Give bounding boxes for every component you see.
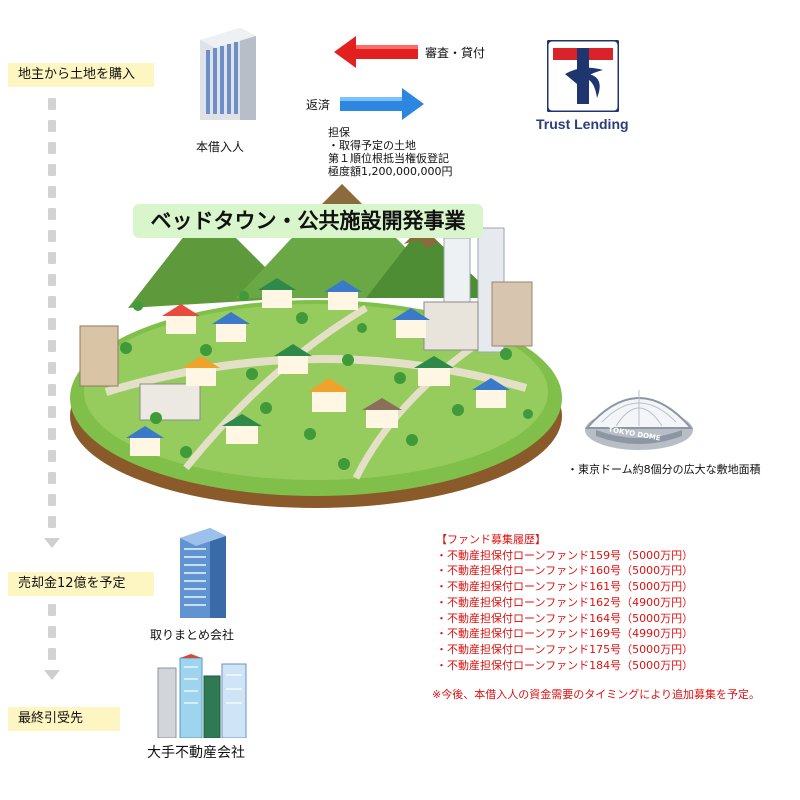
collateral-line: 担保: [328, 126, 350, 139]
site-area-note: ・東京ドーム約8個分の広大な敷地面積: [567, 463, 761, 476]
flow-connector-lower: [42, 604, 62, 680]
repayment-flow-label: 返済: [306, 98, 331, 112]
final-buyer-label: 大手不動産会社: [147, 745, 245, 761]
collateral-line: 第１順位根抵当権仮登記: [328, 152, 449, 165]
lender-label: Trust Lending: [536, 116, 629, 132]
fund-history-list: 【ファンド募集履歴】 ・不動産担保付ローンファンド159号（5000万円） ・不…: [436, 532, 693, 673]
loan-flow-label: 審査・貸付: [425, 46, 486, 60]
coordinator-building-icon: [174, 524, 234, 620]
tokyo-dome-icon: [582, 382, 696, 454]
trust-lending-logo-icon: [547, 40, 619, 112]
fund-history-item: ・不動産担保付ローンファンド160号（5000万円）: [436, 564, 694, 578]
step-label-sale-plan: 売却金12億を予定: [8, 572, 154, 596]
borrower-label: 本借入人: [196, 140, 245, 154]
step-label-final-buyer: 最終引受先: [8, 707, 120, 731]
fund-history-item: ・不動産担保付ローンファンド184号（5000万円）: [436, 658, 694, 672]
fund-history-item: ・不動産担保付ローンファンド175号（5000万円）: [436, 642, 694, 656]
loan-arrow-icon: [334, 36, 418, 68]
fund-history-title: 【ファンド募集履歴】: [436, 533, 546, 546]
town-illustration: [66, 178, 564, 510]
fund-history-item: ・不動産担保付ローンファンド161号（5000万円）: [436, 580, 694, 594]
coordinator-label: 取りまとめ会社: [150, 628, 235, 642]
project-title-banner: ベッドタウン・公共施設開発事業: [133, 204, 483, 238]
collateral-line: 極度額1,200,000,000円: [328, 165, 453, 178]
fund-history-note: ※今後、本借入人の資金需要のタイミングにより追加募集を予定。: [432, 688, 760, 701]
fund-history-item: ・不動産担保付ローンファンド159号（5000万円）: [436, 548, 694, 562]
collateral-line: ・取得予定の土地: [328, 139, 416, 152]
repayment-arrow-icon: [340, 88, 424, 120]
skyscraper-cluster-icon: [154, 654, 250, 738]
fund-history-item: ・不動産担保付ローンファンド169号（4990万円）: [436, 627, 694, 641]
collateral-details: 担保 ・取得予定の土地 第１順位根抵当権仮登記 極度額1,200,000,000…: [328, 126, 452, 178]
fund-history-item: ・不動産担保付ローンファンド164号（5000万円）: [436, 611, 694, 625]
flow-connector-upper: [42, 98, 62, 548]
step-label-purchase-land: 地主から土地を購入: [8, 63, 154, 87]
fund-history-item: ・不動産担保付ローンファンド162号（4900万円）: [436, 595, 694, 609]
borrower-building-icon: [192, 20, 262, 124]
